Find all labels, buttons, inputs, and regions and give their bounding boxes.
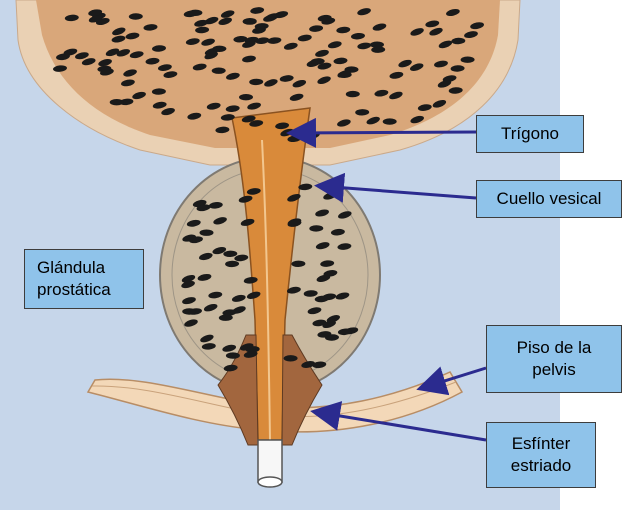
urethral-tube: [258, 440, 282, 482]
label-esfinter-estriado-text: Esfínter estriado: [511, 433, 571, 477]
label-cuello-vesical: Cuello vesical: [476, 180, 622, 218]
gland-dot: [200, 230, 214, 236]
arrow-trigono: [292, 132, 476, 133]
label-glandula-prostatica: Glándula prostática: [24, 249, 144, 309]
urethral-tube-end: [258, 477, 282, 487]
label-trigono-text: Trígono: [501, 123, 559, 145]
label-trigono: Trígono: [476, 115, 584, 153]
label-cuello-vesical-text: Cuello vesical: [497, 188, 602, 210]
label-glandula-prostatica-text: Glándula prostática: [37, 257, 111, 301]
gland-dot: [212, 67, 226, 73]
label-piso-pelvis-text: Piso de la pelvis: [517, 337, 592, 381]
label-esfinter-estriado: Esfínter estriado: [486, 422, 596, 488]
label-piso-pelvis: Piso de la pelvis: [486, 325, 622, 393]
